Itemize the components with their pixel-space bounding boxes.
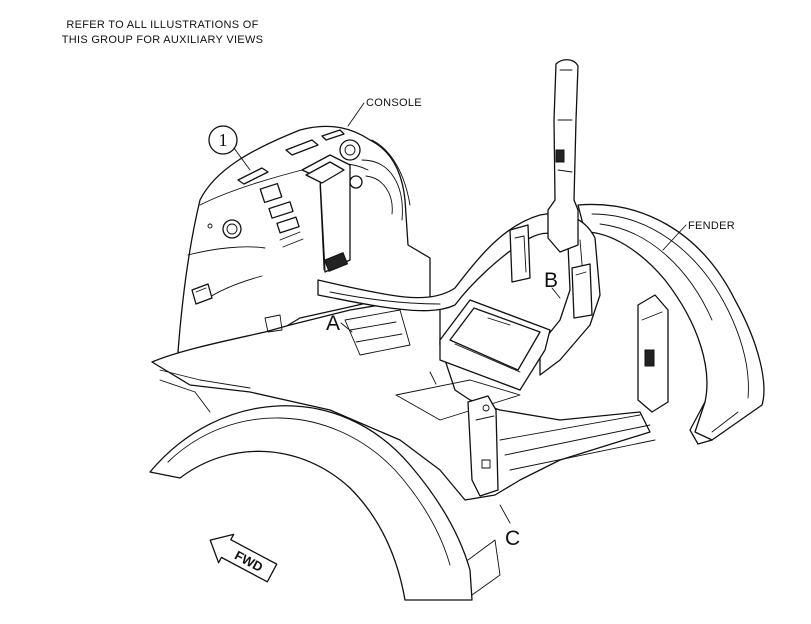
- forward-arrow: FWD: [209, 533, 278, 583]
- view-c-letter: C: [505, 527, 520, 550]
- fender-label: FENDER: [688, 220, 735, 232]
- item-1-callout: 1: [208, 125, 238, 155]
- auxiliary-views-note: REFER TO ALL ILLUSTRATIONS OF THIS GROUP…: [40, 18, 285, 48]
- view-a-letter: A: [326, 312, 340, 335]
- item-1-circle: [208, 125, 238, 155]
- front-bracket: [467, 395, 499, 497]
- right-fender-outline: [577, 203, 765, 445]
- console-lever-post: [301, 154, 351, 273]
- right-lever-handle: [547, 59, 579, 253]
- item-1-number: 1: [219, 130, 228, 150]
- callout-leaders: [233, 102, 687, 524]
- note-line-1: REFER TO ALL ILLUSTRATIONS OF: [66, 19, 259, 31]
- console-label: CONSOLE: [366, 97, 422, 109]
- console-body: [177, 125, 431, 369]
- seat-mount-tray: [439, 299, 551, 391]
- seat-support-frame: [317, 212, 601, 376]
- note-line-2: THIS GROUP FOR AUXILIARY VIEWS: [61, 34, 264, 46]
- left-fender-outline: [149, 405, 501, 601]
- right-side-panel: [637, 294, 669, 413]
- view-b-letter: B: [544, 269, 558, 292]
